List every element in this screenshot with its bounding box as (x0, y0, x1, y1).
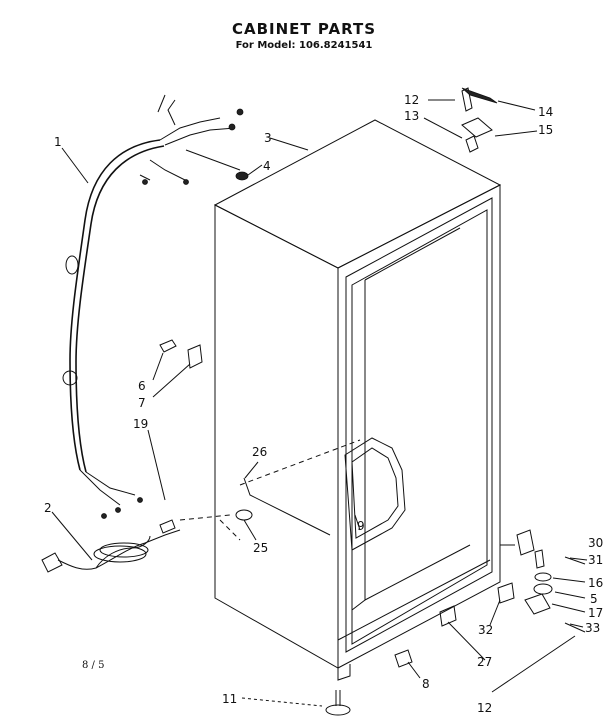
page-footer: 8 / 5 (82, 660, 105, 671)
power-cord (41, 529, 181, 573)
small-parts (159, 87, 586, 716)
callout-5: 5 (590, 592, 598, 606)
callout-11: 11 (222, 692, 237, 706)
wiring-harness (62, 94, 244, 519)
callout-26: 26 (252, 445, 267, 459)
callout-30: 30 (588, 536, 603, 550)
cabinet-body (179, 119, 502, 681)
callout-1: 1 (54, 135, 62, 149)
leader-lines (51, 99, 588, 707)
callout-19: 19 (133, 417, 148, 431)
callout-14: 14 (538, 105, 553, 119)
callout-13: 13 (404, 109, 419, 123)
callout-7: 7 (138, 396, 146, 410)
callout-16: 16 (588, 576, 603, 590)
callout-9: 9 (357, 519, 365, 533)
callout-17: 17 (588, 606, 603, 620)
callout-6: 6 (138, 379, 146, 393)
callout-2: 2 (44, 501, 52, 515)
model-subtitle: For Model: 106.8241541 (235, 40, 373, 51)
callout-31: 31 (588, 553, 603, 567)
callout-12-bottom: 12 (477, 701, 492, 715)
callout-12-top: 12 (404, 93, 419, 107)
callout-labels: 1 2 3 4 5 6 7 8 9 11 12 12 13 14 15 16 1… (44, 93, 603, 715)
callout-25: 25 (253, 541, 268, 555)
callout-3: 3 (264, 131, 272, 145)
callout-4: 4 (263, 159, 271, 173)
diagram-title: CABINET PARTS (231, 20, 377, 38)
callout-32: 32 (478, 623, 493, 637)
callout-8: 8 (422, 677, 430, 691)
callout-27: 27 (477, 655, 492, 669)
callout-15: 15 (538, 123, 553, 137)
callout-33: 33 (585, 621, 600, 635)
